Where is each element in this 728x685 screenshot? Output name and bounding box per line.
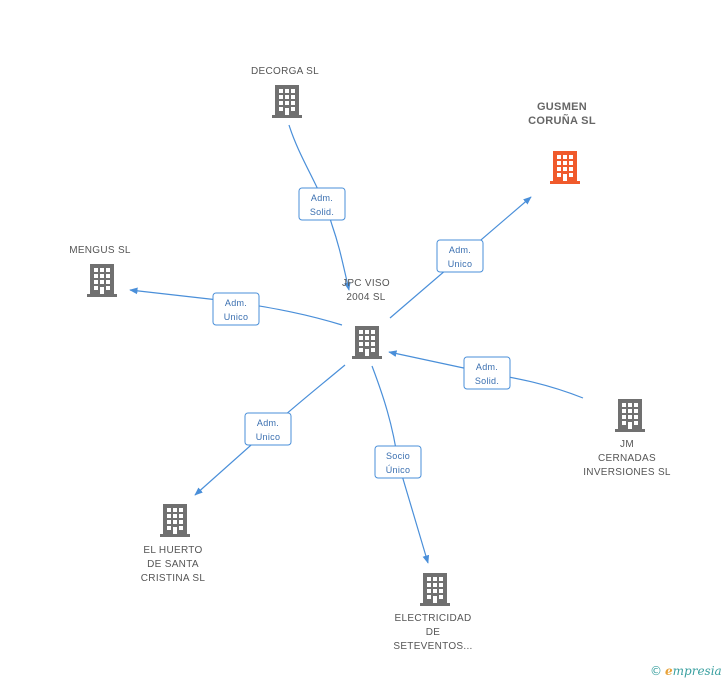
edge-label-text: Único [386, 465, 411, 475]
edge-label-frame [212, 292, 260, 326]
edge-label-text: Adm. [476, 362, 498, 372]
edge-label-text: Unico [448, 259, 473, 269]
node-label[interactable]: DECORGA SL [251, 66, 319, 77]
edge-label-box[interactable]: Adm. Unico [212, 292, 260, 326]
edge-label-text: Unico [224, 312, 249, 322]
node-label[interactable]: EL HUERTO [143, 545, 202, 556]
node-label[interactable]: DE [426, 627, 441, 638]
building-icon[interactable] [160, 504, 190, 537]
brand-name: mpresia [672, 664, 722, 678]
edge-label-text: Adm. [225, 298, 247, 308]
edge-label-frame [463, 356, 511, 390]
edge-label-box[interactable]: Adm. Unico [436, 239, 484, 273]
edge-label-text: Unico [256, 432, 281, 442]
edge-decorga-jpc: Adm. Solid. [288, 124, 351, 291]
node-label[interactable]: ELECTRICIDAD [395, 613, 472, 624]
node-electricidad[interactable]: ELECTRICIDAD DE SETEVENTOS... [393, 573, 472, 652]
node-huerto[interactable]: EL HUERTO DE SANTA CRISTINA SL [141, 504, 206, 584]
brand-initial: e [665, 664, 673, 678]
edge-label-box[interactable]: Adm. Unico [244, 412, 292, 446]
node-label[interactable]: SETEVENTOS... [393, 641, 472, 652]
building-icon[interactable] [272, 85, 302, 118]
edge-label-frame [298, 187, 346, 221]
edge-jpc-huerto: Adm. Unico [194, 364, 346, 496]
node-mengus[interactable]: MENGUS SL [69, 245, 131, 297]
building-icon[interactable] [615, 399, 645, 432]
node-label[interactable]: CORUÑA SL [528, 114, 596, 127]
edge-line [288, 124, 351, 291]
edge-label-text: Solid. [310, 207, 334, 217]
node-jpc[interactable]: JPC VISO 2004 SL [342, 278, 390, 359]
node-label[interactable]: GUSMEN [537, 101, 587, 113]
node-label[interactable]: CERNADAS [598, 453, 656, 464]
node-label[interactable]: MENGUS SL [69, 245, 131, 256]
node-label[interactable]: JPC VISO [342, 278, 390, 289]
node-label[interactable]: CRISTINA SL [141, 573, 206, 584]
edge-label-box[interactable]: Adm. Solid. [463, 356, 511, 390]
node-label[interactable]: DE SANTA [147, 559, 199, 570]
building-icon[interactable] [550, 151, 580, 184]
edge-jpc-gusmen: Adm. Unico [389, 196, 532, 319]
node-decorga[interactable]: DECORGA SL [251, 66, 319, 118]
edge-jm-jpc: Adm. Solid. [388, 350, 584, 399]
edge-label-text: Adm. [449, 245, 471, 255]
node-label[interactable]: JM [620, 439, 634, 450]
edge-label-text: Solid. [475, 376, 499, 386]
edge-label-text: Socio [386, 451, 410, 461]
edge-label-frame [374, 445, 422, 479]
empresia-watermark: ©empresia [650, 664, 722, 678]
node-jm[interactable]: JM CERNADAS INVERSIONES SL [583, 399, 671, 478]
node-label[interactable]: 2004 SL [346, 292, 385, 303]
edge-label-text: Adm. [311, 193, 333, 203]
copyright-icon: © [650, 664, 662, 678]
edge-label-frame [244, 412, 292, 446]
building-icon[interactable] [420, 573, 450, 606]
edge-label-box[interactable]: Adm. Solid. [298, 187, 346, 221]
edge-jpc-mengus: Adm. Unico [129, 287, 343, 326]
edge-label-frame [436, 239, 484, 273]
node-label[interactable]: INVERSIONES SL [583, 467, 671, 478]
building-icon[interactable] [352, 326, 382, 359]
building-icon[interactable] [87, 264, 117, 297]
edge-label-text: Adm. [257, 418, 279, 428]
edges-layer: Adm.Solid.Adm.UnicoAdm.UnicoAdm.Solid.Ad… [129, 124, 584, 564]
